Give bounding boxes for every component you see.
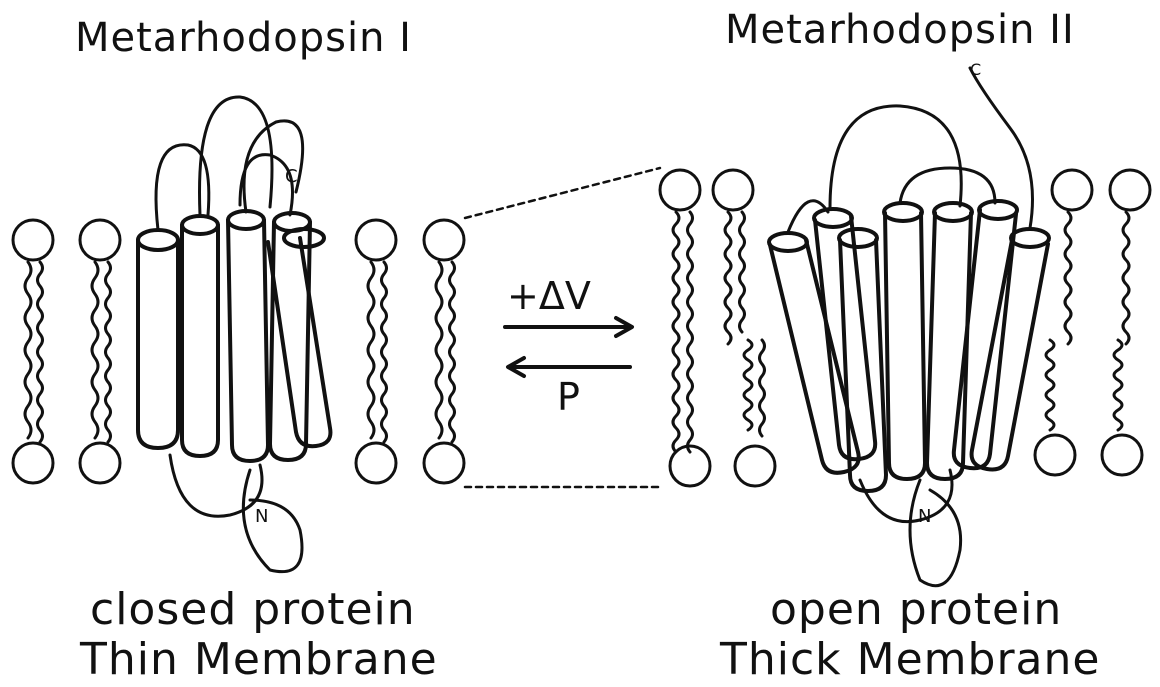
forward-arrow-label: +ΔV: [507, 277, 591, 315]
left-n-terminus-label: N: [255, 506, 268, 527]
left-c-terminus-label: C: [285, 166, 298, 187]
right-n-terminus-label: N: [918, 506, 931, 527]
right-open-protein: [769, 68, 1049, 586]
right-caption-line1: open protein: [770, 588, 1062, 632]
equilibrium-arrows: [505, 318, 632, 376]
reverse-arrow-label: P: [557, 378, 580, 416]
right-lipid-bilayer: [660, 170, 1150, 486]
left-caption-line1: closed protein: [90, 588, 416, 632]
right-state-title: Metarhodopsin II: [725, 10, 1075, 50]
expansion-line-top: [465, 168, 660, 218]
left-closed-protein: [138, 97, 330, 572]
right-caption-line2: Thick Membrane: [720, 638, 1100, 682]
left-caption-line2: Thin Membrane: [80, 638, 438, 682]
left-state-title: Metarhodopsin I: [75, 18, 412, 58]
left-lipid-bilayer: [13, 220, 464, 483]
right-c-terminus-label: C: [970, 60, 981, 79]
